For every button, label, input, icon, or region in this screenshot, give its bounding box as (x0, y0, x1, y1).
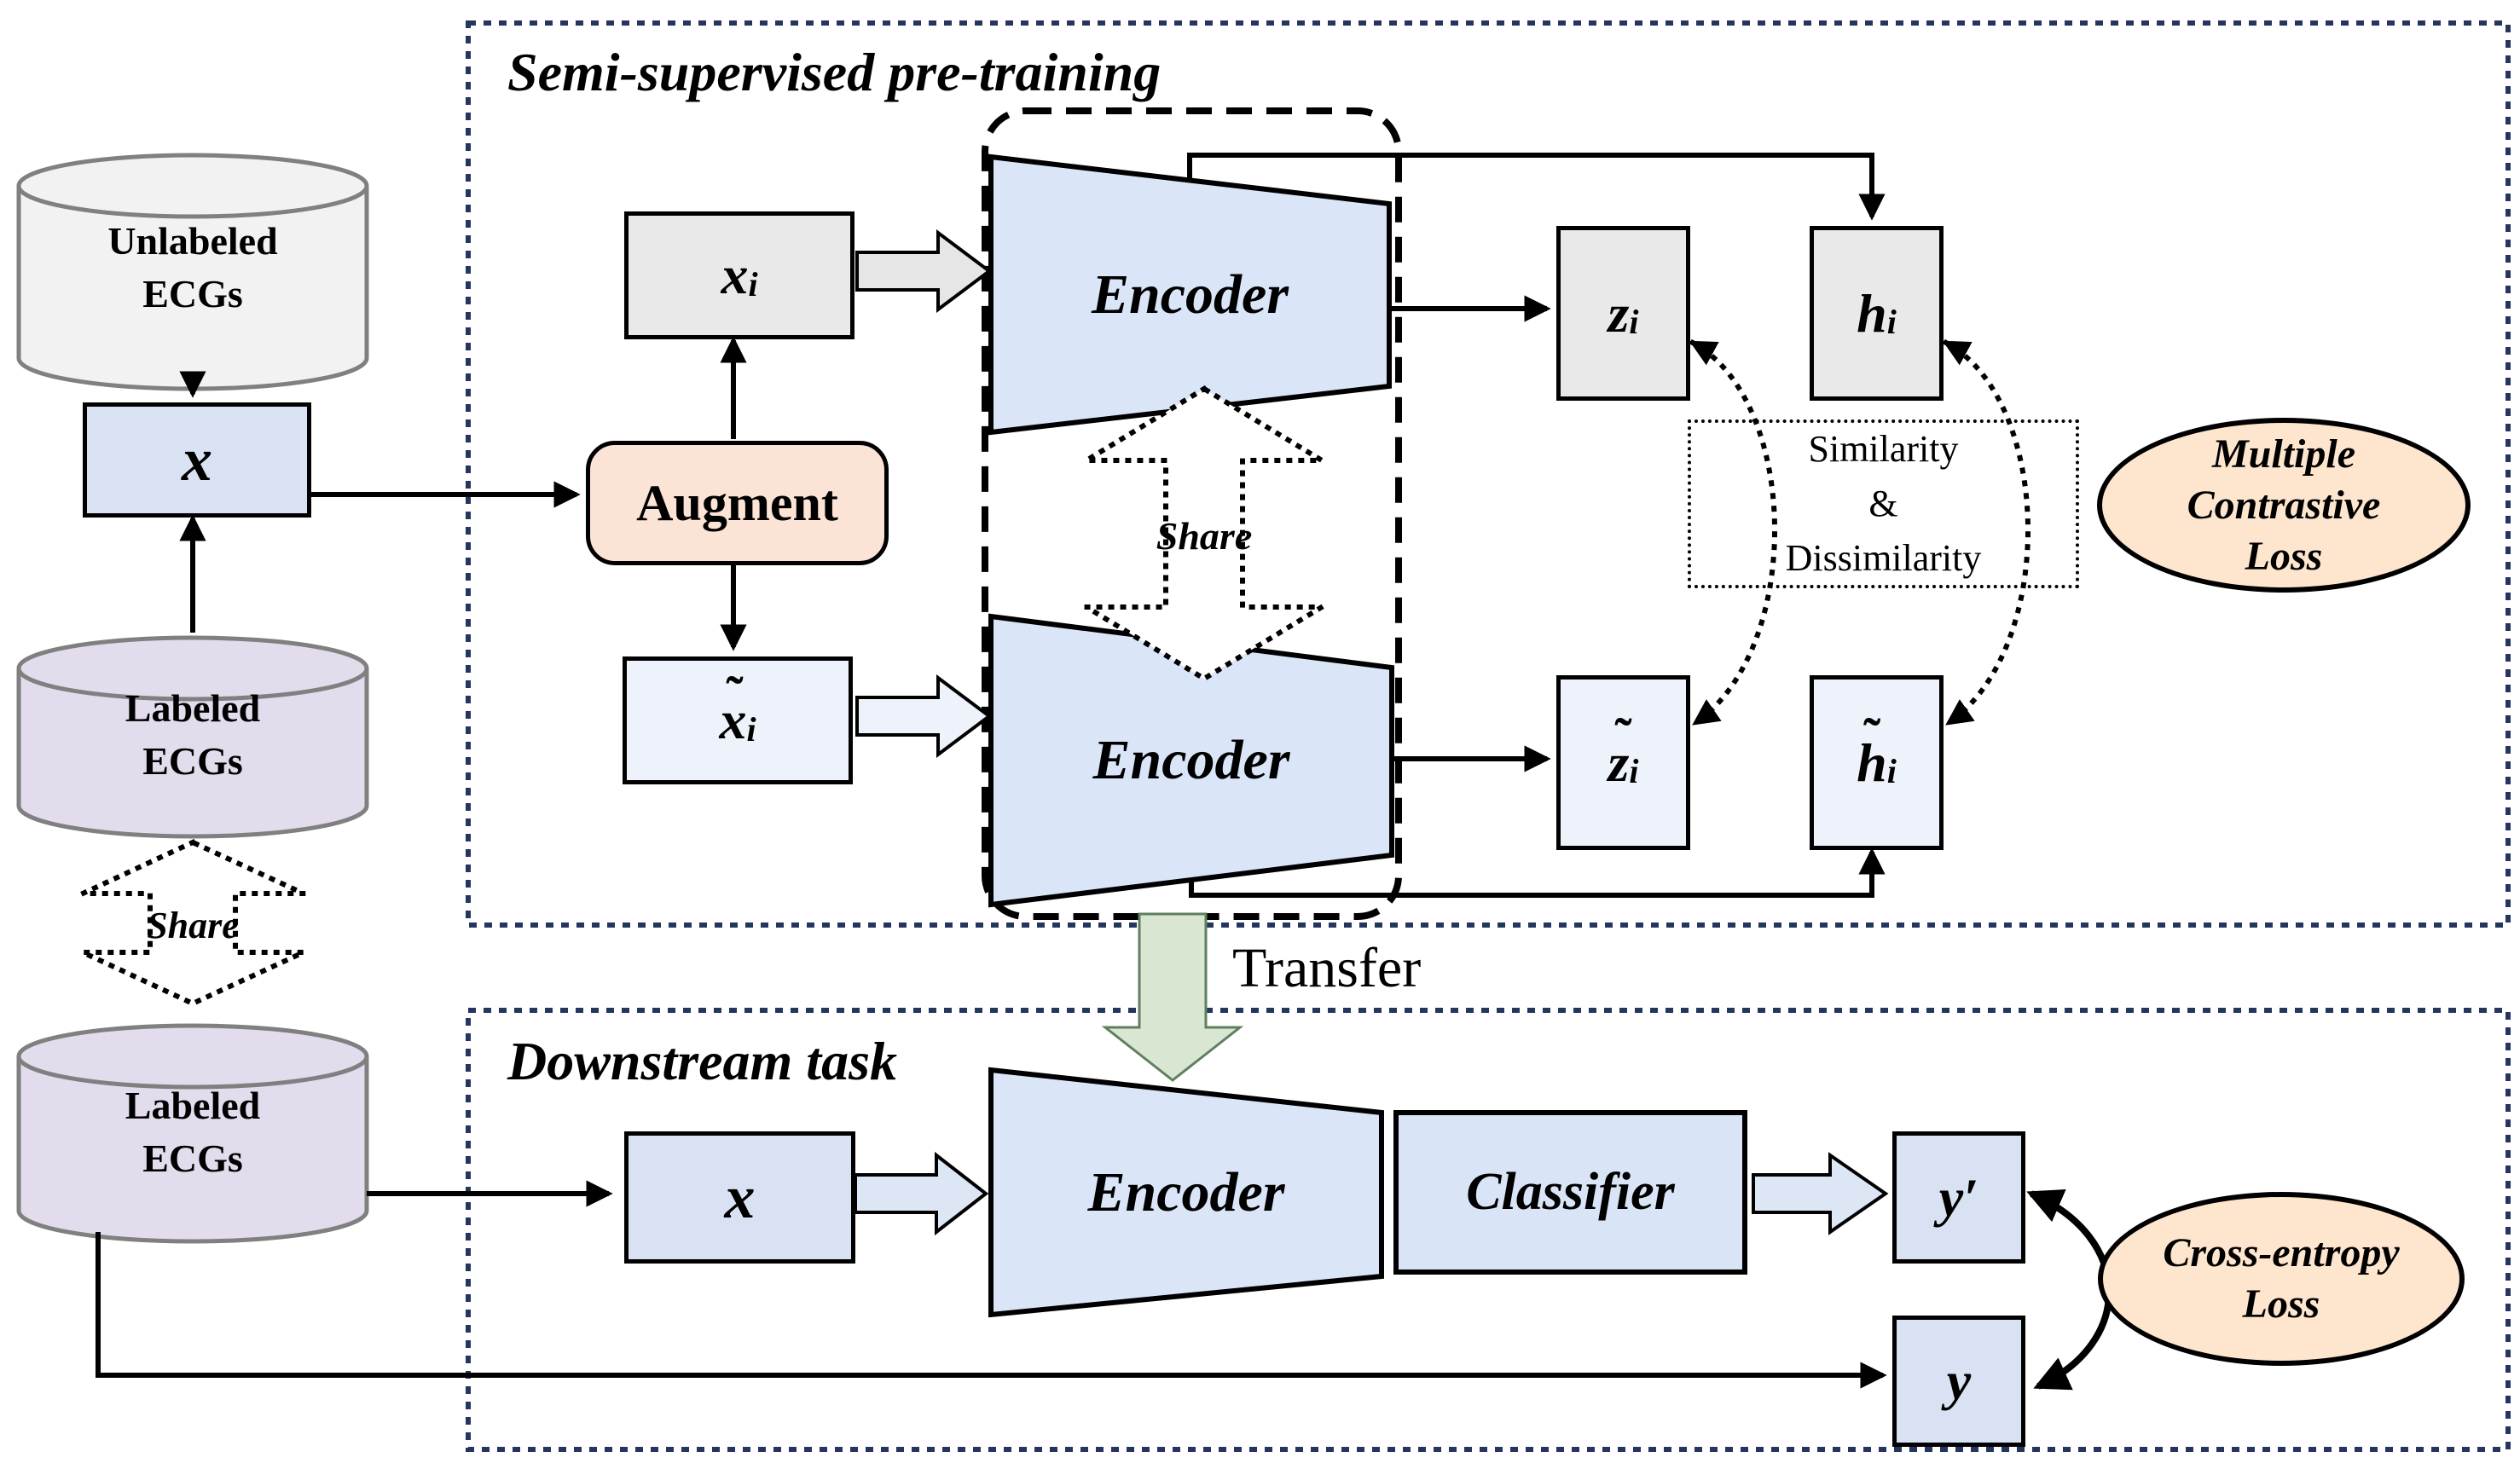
contrastive-loss-ellipse: Multiple Contrastive Loss (2097, 418, 2471, 593)
similarity-line1: Similarity (1808, 428, 1959, 470)
encoder-top-shape (988, 153, 1392, 436)
shared-encoder-frame (982, 107, 1402, 920)
downstream-title: Downstream task (507, 1031, 897, 1091)
x-downstream-box: x (624, 1131, 855, 1264)
contrastive-loss-line3: Loss (2245, 533, 2323, 579)
unlabeled-ecgs-line2: ECGs (142, 272, 243, 315)
unlabeled-ecgs-label: Unlabeled ECGs (19, 215, 367, 321)
y-true-box: y (1892, 1316, 2025, 1447)
zi-augmented-sub: i (1629, 752, 1639, 790)
similarity-curves (1689, 338, 2030, 727)
x-downstream-label: x (724, 1163, 756, 1231)
share-arrow-encoders (1077, 385, 1331, 682)
augment-label: Augment (636, 474, 838, 531)
zi-sub: i (1629, 303, 1639, 341)
downstream-container (466, 1008, 2511, 1452)
classifier-shape (1393, 1110, 1747, 1275)
cross-entropy-loss-line2: Loss (2242, 1281, 2320, 1327)
hi-augmented-sub: i (1886, 752, 1897, 790)
encoder-downstream-shape (988, 1067, 1384, 1318)
pretraining-title: Semi-supervised pre-training (507, 42, 1162, 102)
hi-sub: i (1886, 303, 1897, 341)
labeled-ecgs-top-line2: ECGs (142, 739, 243, 783)
xi-augmented-label: x (719, 690, 747, 750)
labeled-ecgs-cylinder-top (16, 635, 369, 839)
share-arrow-datasets (81, 839, 305, 1007)
xi-label: x (721, 245, 749, 305)
block-arrow-x-to-encoder (854, 1151, 989, 1236)
transfer-label: Transfer (1232, 937, 1422, 999)
encoder-downstream-label: Encoder (1087, 1160, 1285, 1223)
labeled-ecgs-bottom-label: Labeled ECGs (19, 1079, 367, 1185)
contrastive-loss-line1: Multiple (2211, 431, 2356, 477)
cross-entropy-loss-ellipse: Cross-entropy Loss (2098, 1192, 2465, 1366)
encoder-bottom-label: Encoder (1092, 729, 1290, 791)
contrastive-loss-line2: Contrastive (2187, 482, 2381, 528)
zi-label: z (1608, 282, 1630, 344)
labeled-ecgs-top-line1: Labeled (125, 686, 261, 730)
hi-label: h (1857, 282, 1887, 344)
classifier-label: Classifier (1466, 1163, 1675, 1221)
encoder-bottom-shape (988, 613, 1394, 908)
similarity-line2: & (1868, 483, 1898, 524)
similarity-box: Similarity & Dissimilarity (1688, 419, 2079, 588)
similarity-line3: Dissimilarity (1785, 537, 1982, 579)
labeled-ecgs-bottom-line2: ECGs (142, 1136, 243, 1180)
y-true-label: y (1946, 1350, 1972, 1411)
labeled-ecgs-top-label: Labeled ECGs (19, 682, 367, 788)
labeled-ecgs-cylinder-bottom (16, 1023, 369, 1244)
transfer-arrow (1101, 912, 1244, 1082)
y-pred-box: y′ (1892, 1131, 2025, 1264)
zi-augmented-label: z (1608, 732, 1630, 793)
x-input-label: x (182, 425, 212, 494)
xi-augmented-sub: i (746, 709, 756, 749)
connectors (96, 153, 1887, 1389)
labeled-ecgs-bottom-line1: Labeled (125, 1084, 261, 1127)
block-arrow-xi-to-encoder (855, 229, 993, 313)
y-pred-label: y′ (1938, 1166, 1979, 1228)
hi-augmented-label: h (1857, 732, 1887, 793)
pretraining-container (466, 20, 2511, 928)
share-encoders-label: Share (1156, 513, 1253, 558)
unlabeled-ecgs-line1: Unlabeled (107, 219, 278, 263)
block-arrow-classifier-to-ypred (1752, 1152, 1889, 1235)
encoder-top-label: Encoder (1092, 263, 1289, 326)
xi-sub: i (748, 264, 758, 304)
cross-entropy-curve (2026, 1189, 2112, 1391)
share-datasets-label: Share (147, 904, 239, 946)
x-input-box: x (83, 402, 311, 518)
cross-entropy-loss-line1: Cross-entropy (2163, 1230, 2400, 1275)
block-arrow-xit-to-encoder (855, 674, 993, 758)
augment-box: Augment (586, 441, 889, 565)
